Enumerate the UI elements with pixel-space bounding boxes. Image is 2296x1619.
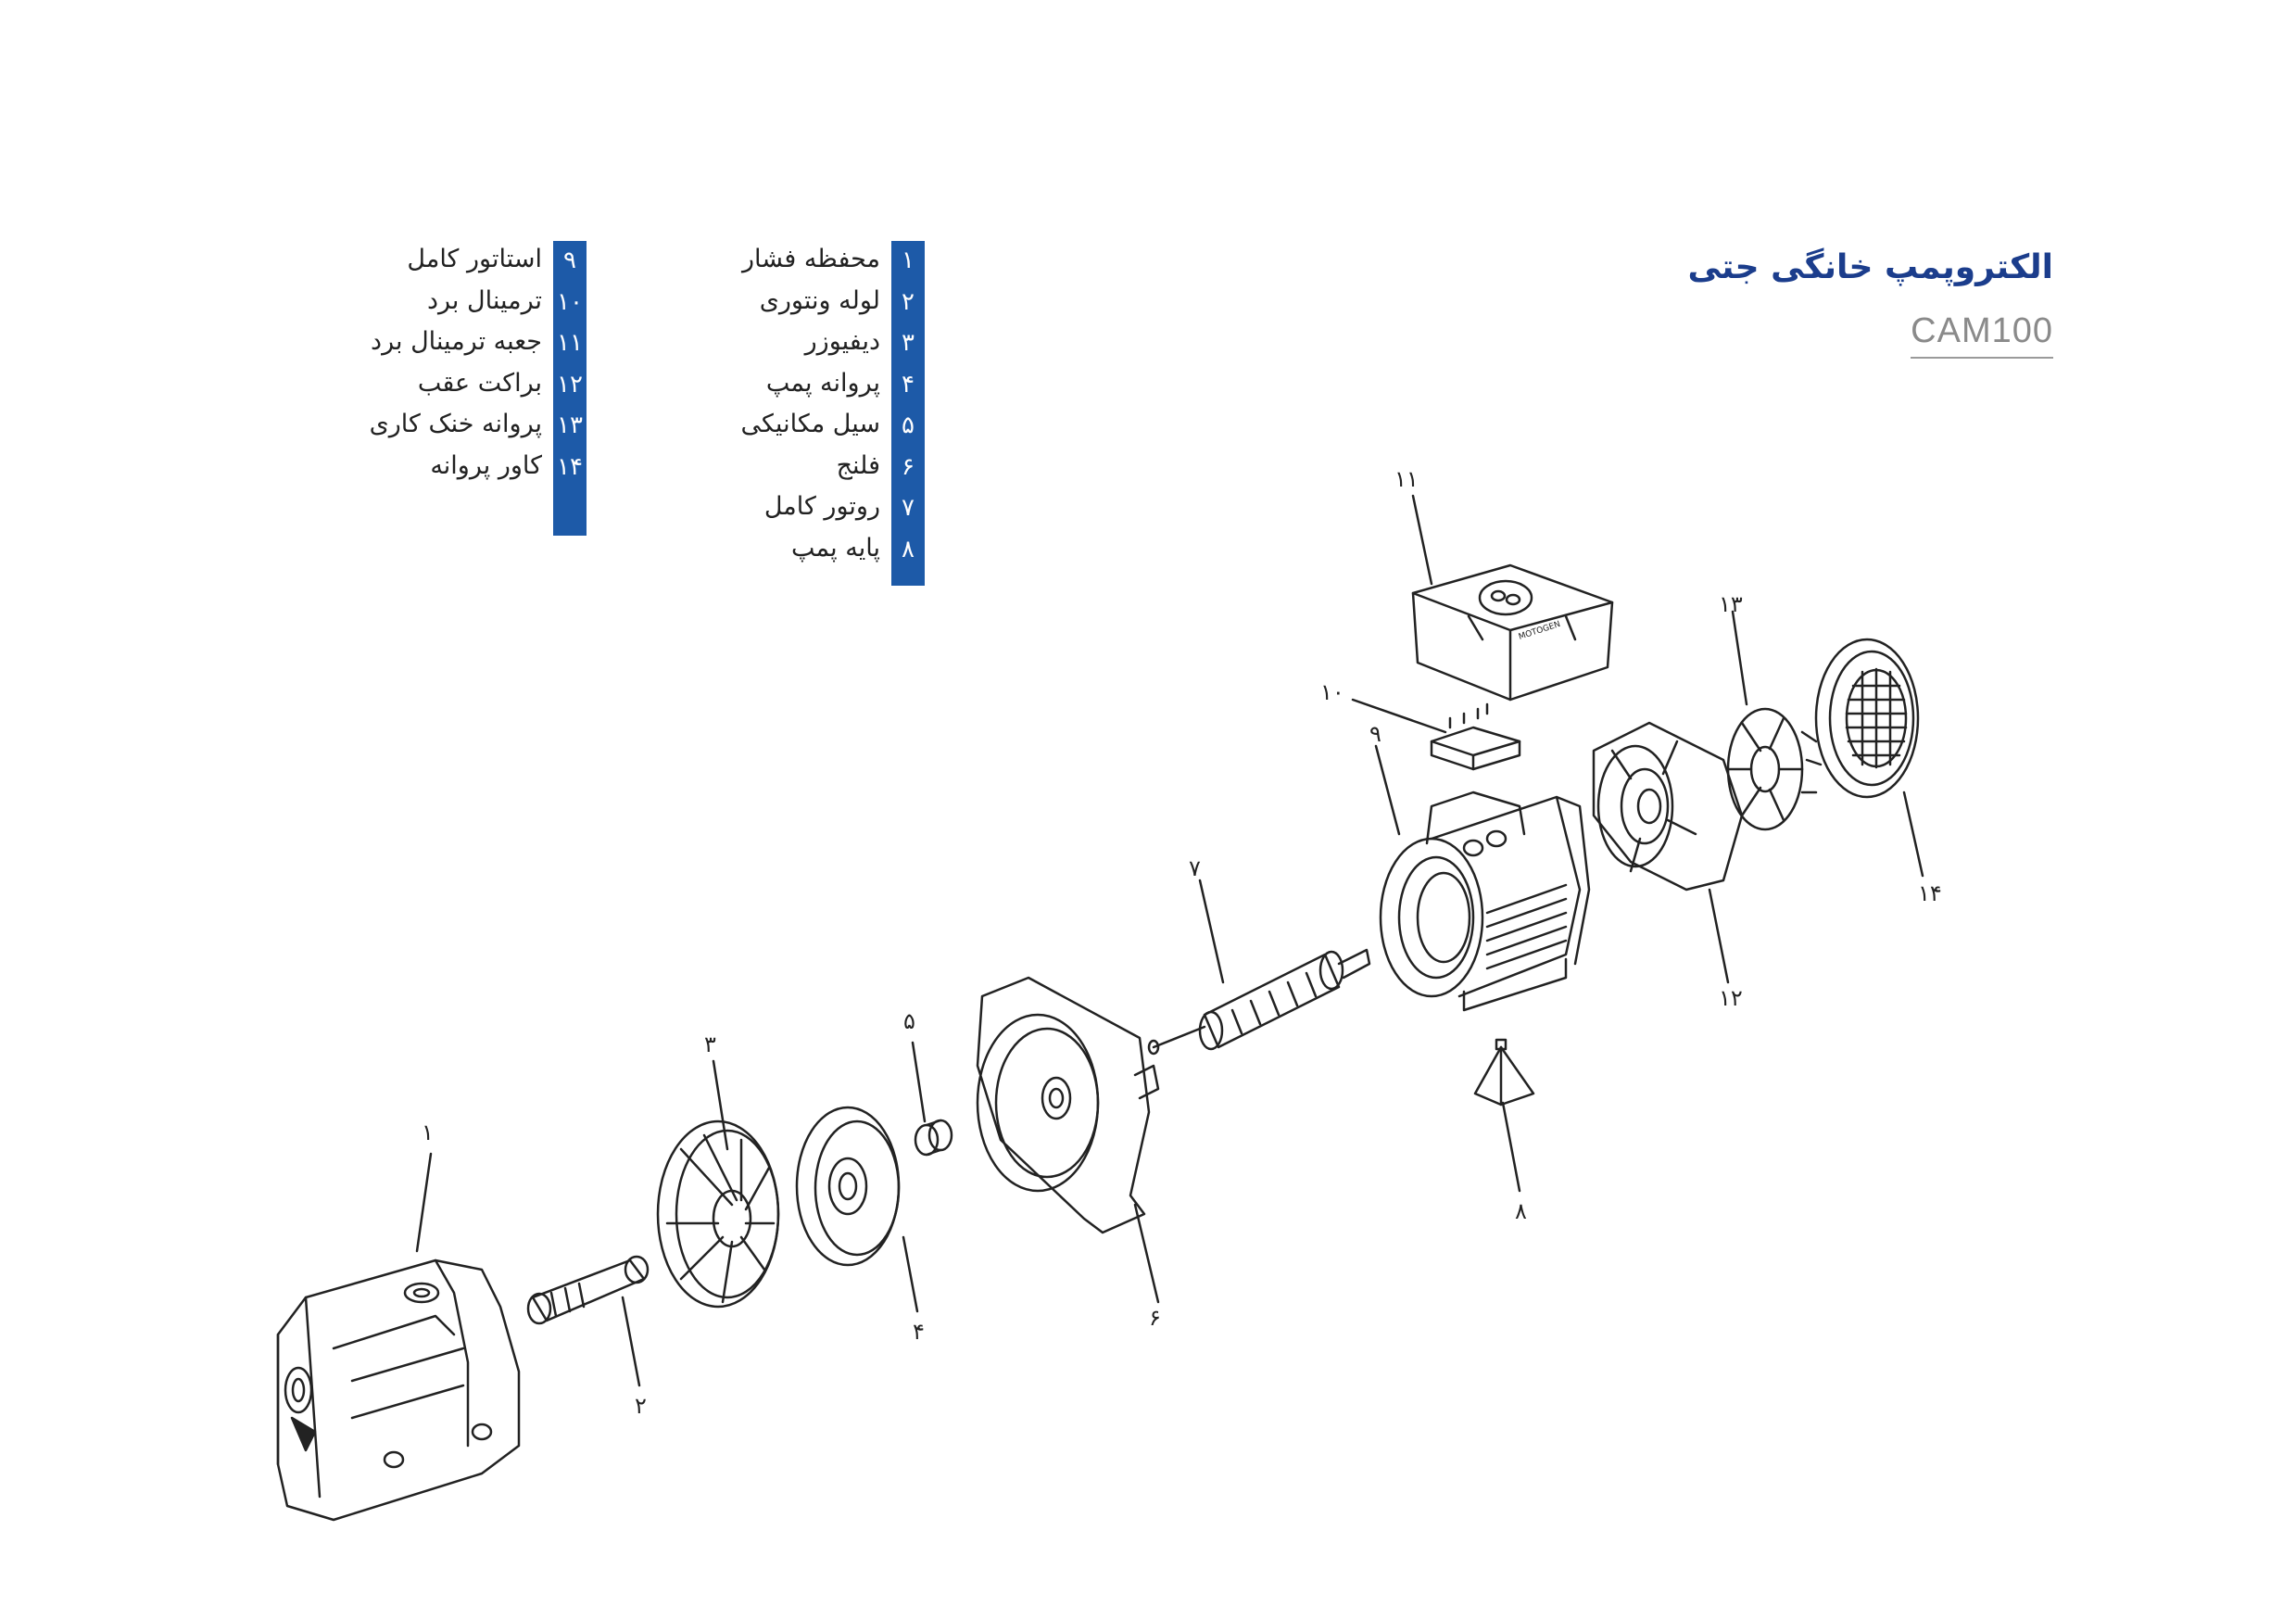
- parts-legend-primary: ۱ محفظه فشار ۲ لوله ونتوری ۳ دیفیوزر ۴ پروان…: [739, 241, 925, 586]
- legend-number: ۵: [902, 411, 915, 439]
- callout-leader-2: [621, 1296, 641, 1387]
- callout-leader-8: [1501, 1101, 1521, 1193]
- callout-number-3: ۳: [704, 1031, 716, 1057]
- terminal-box-drawing: MOTOGEN: [1411, 563, 1614, 702]
- legend-label: ترمینال برد: [426, 285, 542, 315]
- callout-leader-10: [1351, 698, 1447, 734]
- pump-base-drawing: [1473, 1038, 1535, 1107]
- legend-label: سیل مکانیکی: [740, 410, 880, 438]
- legend-label: کاور پروانه: [430, 450, 542, 480]
- legend-label: پروانه خنک کاری: [369, 410, 542, 438]
- legend-number: ۱: [902, 247, 915, 274]
- legend-label: جعبه ترمینال برد: [371, 327, 542, 356]
- legend-label: استاتور کامل: [407, 245, 542, 273]
- legend-row: ۱۱ جعبه ترمینال برد: [346, 323, 587, 365]
- callout-leader-12: [1708, 888, 1730, 984]
- callout-number-6: ۶: [1149, 1305, 1161, 1331]
- legend-number: ۲: [902, 287, 915, 316]
- legend-label: دیفیوزر: [804, 327, 880, 356]
- callout-leader-5: [911, 1041, 927, 1123]
- callout-leader-13: [1731, 610, 1748, 706]
- callout-number-10: ۱۰: [1320, 679, 1344, 705]
- callout-leader-3: [712, 1059, 729, 1151]
- legend-label: محفظه فشار: [741, 245, 880, 273]
- legend-row: ۸ پایه پمپ: [739, 530, 925, 572]
- legend-row: ۱۴ کاور پروانه: [346, 448, 587, 489]
- legend-number: ۶: [902, 452, 915, 481]
- parts-legend-secondary: ۹ استاتور کامل ۱۰ ترمینال برد ۱۱ جعبه ترمین…: [346, 241, 587, 536]
- legend-number: ۴: [902, 370, 915, 398]
- rotor-drawing: [1147, 948, 1371, 1056]
- callout-number-5: ۵: [903, 1008, 915, 1034]
- callout-number-13: ۱۳: [1719, 591, 1743, 617]
- legend-row: ۱۲ براکت عقب: [346, 365, 587, 407]
- flange-drawing: [976, 976, 1160, 1234]
- legend-number: ۱۲: [557, 370, 583, 398]
- legend-label: پایه پمپ: [791, 533, 880, 563]
- legend-row: ۱ محفظه فشار: [739, 241, 925, 283]
- mechanical-seal-drawing: [914, 1119, 953, 1157]
- legend-row: ۵ سیل مکانیکی: [739, 406, 925, 448]
- legend-label: فلنج: [836, 450, 880, 480]
- callout-number-2: ۲: [635, 1393, 647, 1419]
- callout-leader-1: [415, 1152, 433, 1253]
- diffuser-drawing: [656, 1119, 780, 1309]
- legend-bar: [553, 241, 587, 536]
- callout-number-9: ۹: [1369, 721, 1381, 747]
- legend-number: ۱۰: [557, 287, 583, 316]
- terminal-board-drawing: [1430, 702, 1521, 771]
- callout-number-4: ۴: [913, 1319, 925, 1345]
- callout-number-11: ۱۱: [1394, 466, 1419, 492]
- legend-bar: [891, 241, 925, 586]
- legend-label: لوله ونتوری: [759, 285, 880, 315]
- legend-label: براکت عقب: [417, 368, 542, 398]
- legend-row: ۱۰ ترمینال برد: [346, 283, 587, 324]
- page-title: الکتروپمپ خانگی جتی: [1687, 248, 2054, 286]
- callout-number-12: ۱۲: [1719, 985, 1743, 1011]
- rear-bracket-drawing: [1592, 721, 1744, 892]
- fan-cover-drawing: [1814, 638, 1920, 799]
- legend-number: ۱۴: [557, 452, 583, 481]
- legend-row: ۶ فلنج: [739, 448, 925, 489]
- legend-row: ۴ پروانه پمپ: [739, 365, 925, 407]
- venturi-tube-drawing: [526, 1255, 650, 1325]
- legend-number: ۸: [902, 535, 915, 563]
- cooling-fan-drawing: [1726, 707, 1823, 831]
- pressure-housing-drawing: [276, 1259, 521, 1522]
- callout-leader-6: [1133, 1203, 1160, 1304]
- legend-row: ۹ استاتور کامل: [346, 241, 587, 283]
- callout-number-1: ۱: [422, 1119, 434, 1145]
- legend-row: ۳ دیفیوزر: [739, 323, 925, 365]
- legend-row: ۱۳ پروانه خنک کاری: [346, 406, 587, 448]
- callout-leader-7: [1198, 879, 1225, 984]
- model-code: CAM100: [1911, 311, 2053, 359]
- legend-label: روتور کامل: [763, 492, 880, 521]
- callout-leader-14: [1902, 791, 1924, 878]
- legend-number: ۱۱: [557, 329, 583, 357]
- callout-number-7: ۷: [1189, 855, 1201, 881]
- legend-row: ۲ لوله ونتوری: [739, 283, 925, 324]
- callout-number-8: ۸: [1515, 1198, 1527, 1224]
- stator-drawing: [1379, 791, 1591, 1012]
- legend-label: پروانه پمپ: [765, 368, 880, 398]
- legend-number: ۹: [563, 247, 576, 274]
- callout-leader-9: [1374, 744, 1401, 836]
- legend-number: ۳: [902, 329, 915, 357]
- impeller-drawing: [795, 1106, 901, 1267]
- legend-row: ۷ روتور کامل: [739, 488, 925, 530]
- legend-number: ۱۳: [557, 411, 583, 439]
- legend-number: ۷: [902, 494, 915, 522]
- callout-leader-11: [1411, 494, 1433, 586]
- callout-number-14: ۱۴: [1918, 880, 1942, 906]
- callout-leader-4: [902, 1235, 919, 1313]
